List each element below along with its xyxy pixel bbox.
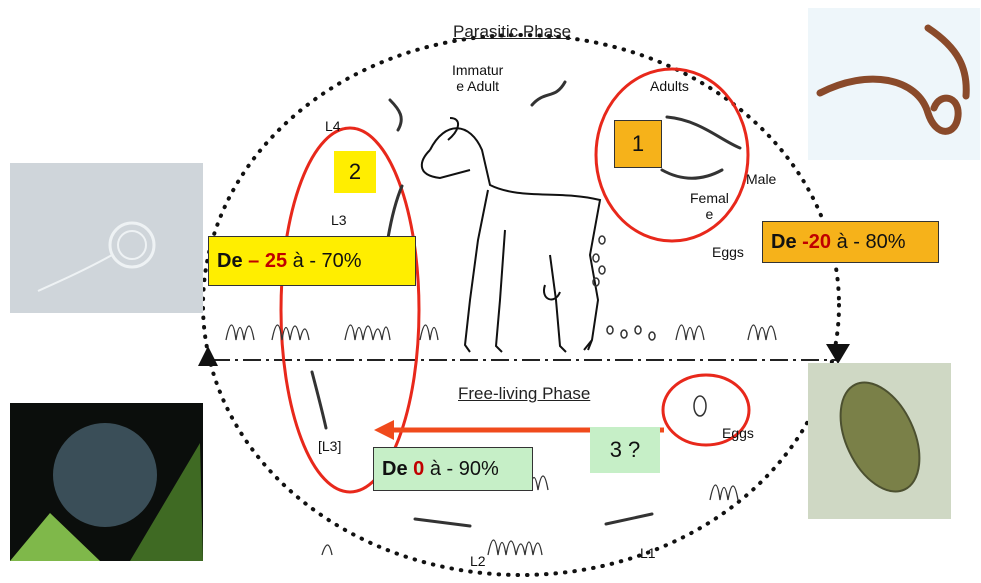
reduction-right-value: -20 <box>802 230 832 253</box>
eggs-highlight-oval <box>661 373 751 447</box>
egg-sketch <box>693 395 707 417</box>
adults-label: Adults <box>650 78 689 94</box>
eggs-label-top: Eggs <box>712 244 744 260</box>
goat-sketch <box>420 117 602 353</box>
l3-bracket-label: [L3] <box>318 438 342 454</box>
egg-microscope-photo <box>808 363 951 519</box>
development-arrow-head <box>374 420 394 440</box>
reduction-right-prefix: De <box>771 230 797 253</box>
reduction-bottom-value: 0 <box>413 457 425 480</box>
cycle-dotted-circle <box>201 33 841 577</box>
female-label: Femal e <box>690 190 729 222</box>
reduction-right-box: De -20 à - 80% <box>762 221 939 263</box>
larvae-highlight-oval <box>279 126 421 494</box>
eggs-dots <box>592 235 656 341</box>
reduction-bottom-prefix: De <box>382 457 408 480</box>
worm-sketches <box>310 80 742 528</box>
reduction-left-suffix: à - 70% <box>292 249 362 272</box>
badge-three: 3 ? <box>590 427 660 473</box>
adults-highlight-oval <box>594 67 750 243</box>
separator-left-arrow <box>198 346 218 366</box>
larvae-droplet-photo <box>10 403 203 561</box>
reduction-left-value: – 25 <box>248 249 288 272</box>
l4-label: L4 <box>325 118 341 134</box>
l1-label: L1 <box>640 545 656 561</box>
male-label: Male <box>746 171 777 187</box>
larva-microscope-photo <box>10 163 203 313</box>
reduction-left-prefix: De <box>217 249 243 272</box>
reduction-bottom-box: De 0 à - 90% <box>373 447 533 491</box>
free-living-phase-title: Free-living Phase <box>458 384 591 403</box>
badge-two: 2 <box>334 151 376 193</box>
badge-one: 1 <box>614 120 662 168</box>
l2-label: L2 <box>470 553 486 569</box>
eggs-label-bottom: Eggs <box>722 425 754 441</box>
reduction-right-suffix: à - 80% <box>836 230 906 253</box>
immature-adult-label: Immatur e Adult <box>452 62 504 94</box>
reduction-bottom-suffix: à - 90% <box>429 457 499 480</box>
adult-worm-photo <box>808 8 980 160</box>
separator-right-arrow <box>826 344 850 364</box>
l3-label: L3 <box>331 212 347 228</box>
reduction-left-box: De – 25 à - 70% <box>208 236 416 286</box>
parasitic-phase-title: Parasitic Phase <box>453 22 572 41</box>
